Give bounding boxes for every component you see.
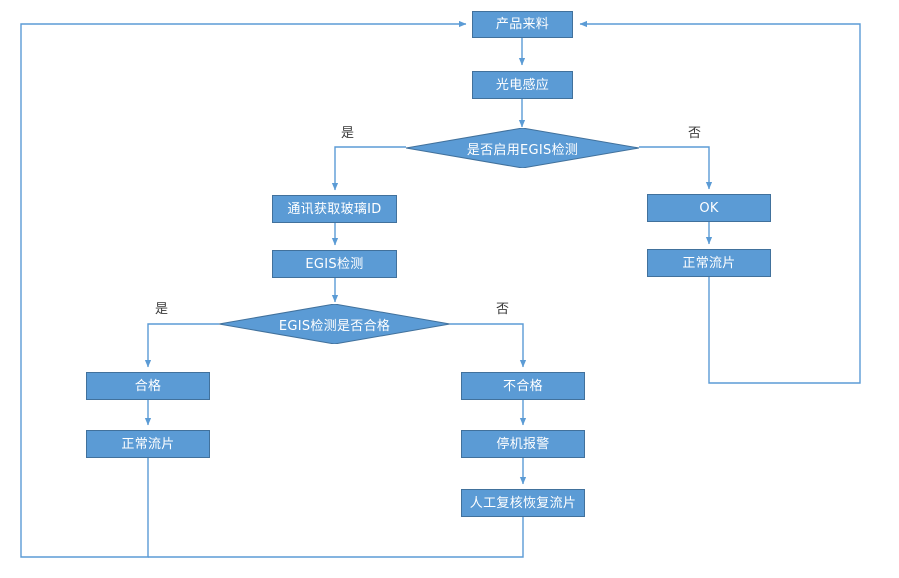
connector-right-loop-to-start	[579, 20, 861, 384]
connector-left-loop-to-start	[20, 20, 467, 558]
node-start[interactable]: 产品来料	[472, 11, 573, 38]
node-ok[interactable]: OK	[647, 194, 771, 222]
branch-label-decision2-no: 否	[496, 302, 510, 317]
node-normal-flow-right[interactable]: 正常流片	[647, 249, 771, 277]
node-photosensor[interactable]: 光电感应	[472, 71, 573, 99]
node-label: 产品来料	[495, 17, 550, 32]
node-fail[interactable]: 不合格	[461, 372, 585, 400]
branch-label-decision1-yes: 是	[341, 126, 355, 141]
node-decision-enable-egis[interactable]: 是否启用EGIS检测	[406, 128, 639, 168]
node-label: 人工复核恢复流片	[469, 495, 577, 511]
node-label: 正常流片	[682, 255, 736, 271]
node-label: OK	[699, 200, 719, 216]
connector-decision1-no	[639, 146, 713, 190]
node-stop-alarm[interactable]: 停机报警	[461, 430, 585, 458]
node-get-glass-id[interactable]: 通讯获取玻璃ID	[272, 195, 397, 223]
branch-label-decision1-no: 否	[688, 126, 702, 141]
node-normal-flow-left[interactable]: 正常流片	[86, 430, 210, 458]
node-label: 光电感应	[495, 77, 550, 93]
node-manual-review[interactable]: 人工复核恢复流片	[461, 489, 585, 517]
node-label: 不合格	[503, 378, 543, 394]
node-pass[interactable]: 合格	[86, 372, 210, 400]
connector-decision1-yes	[331, 146, 406, 191]
node-label: 正常流片	[121, 436, 175, 452]
node-label: EGIS检测	[305, 256, 364, 272]
node-label: 合格	[134, 378, 162, 394]
connector-decision2-no	[450, 323, 527, 368]
branch-label-decision2-yes: 是	[155, 302, 169, 317]
node-decision-egis-pass[interactable]: EGIS检测是否合格	[219, 304, 450, 344]
connector-decision2-yes	[144, 323, 219, 368]
node-label: 停机报警	[496, 436, 550, 452]
node-egis-check[interactable]: EGIS检测	[272, 250, 397, 278]
node-label: 通讯获取玻璃ID	[287, 201, 382, 217]
connector-manualreview-to-bottom-rail	[148, 517, 524, 558]
